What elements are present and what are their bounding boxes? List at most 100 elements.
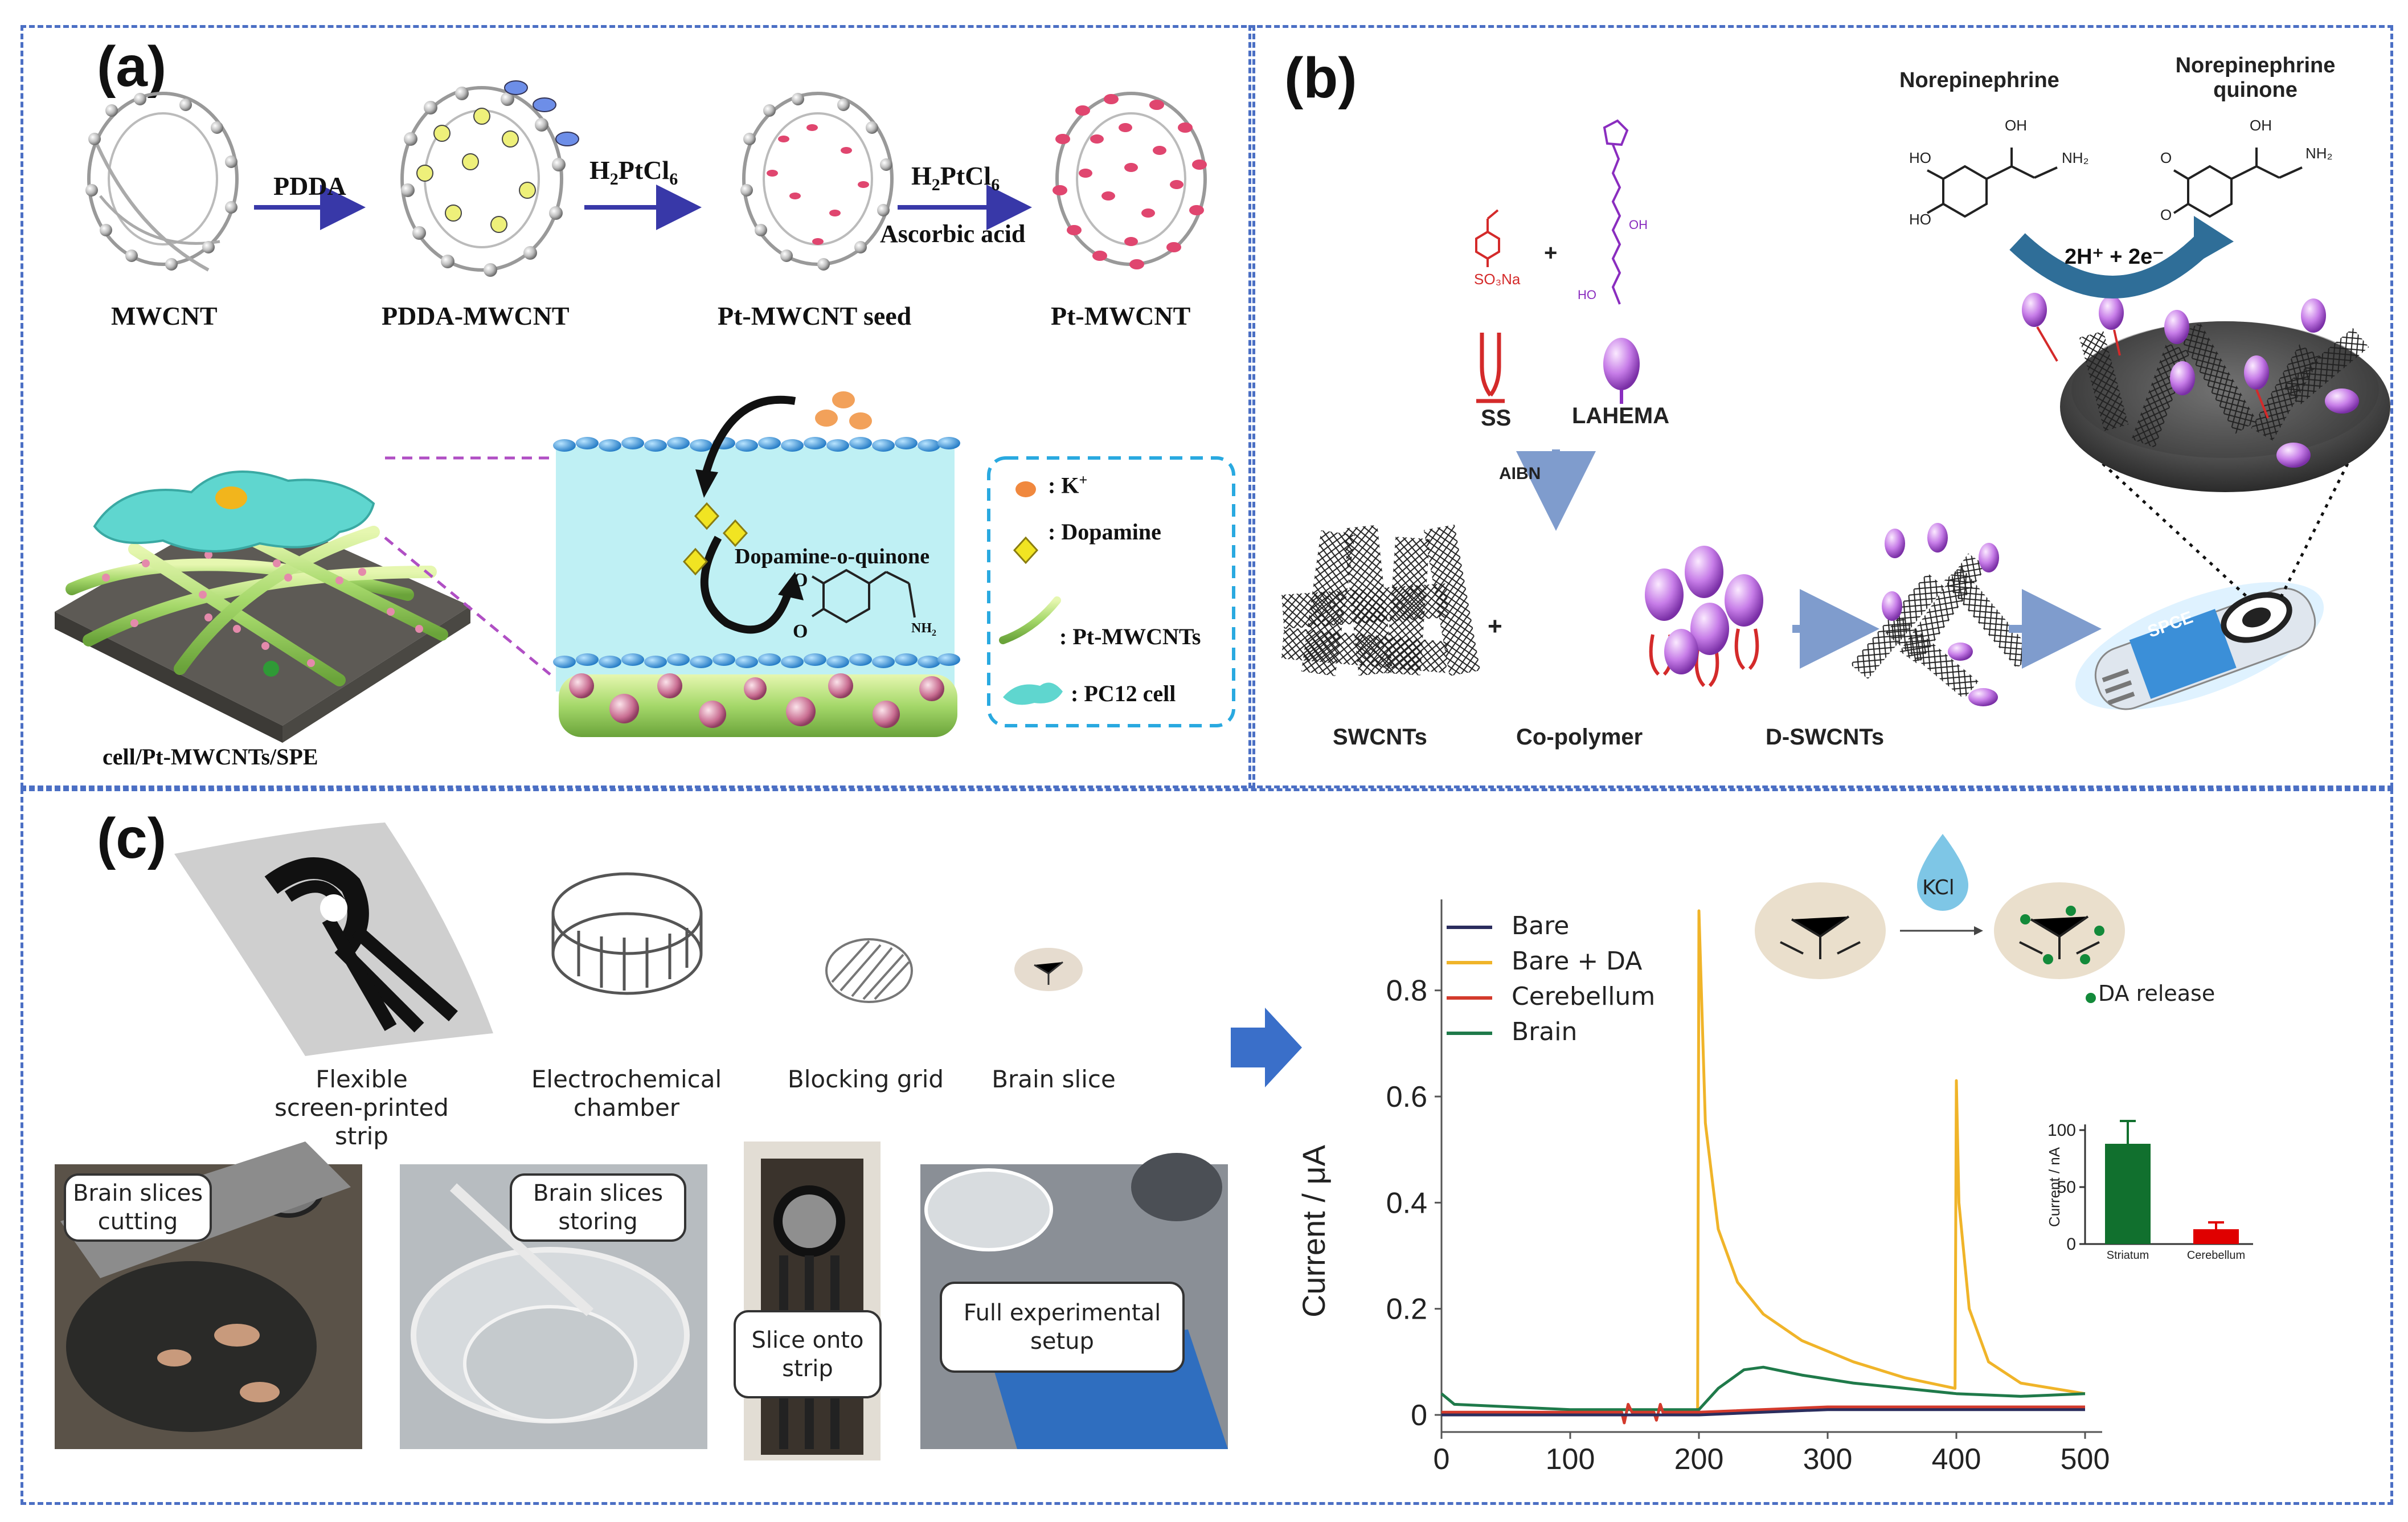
inset-category-label: Cerebellum xyxy=(2187,1249,2245,1262)
nq-oh: OH xyxy=(2250,117,2272,134)
electrochemical-chamber-illustration xyxy=(551,872,703,995)
y-axis-label: Current / μA xyxy=(1296,1144,1332,1318)
reaction-arc xyxy=(2009,233,2214,298)
panel-c-label: (c) xyxy=(97,807,167,870)
lahema-label: LAHEMA xyxy=(1572,403,1670,428)
no-ho-1: HO xyxy=(1909,149,1931,166)
legend-line-bare-da xyxy=(1447,961,1492,964)
lahema-ho: HO xyxy=(1578,288,1596,302)
nq-o-2: O xyxy=(2160,206,2172,223)
no-oh: OH xyxy=(2005,117,2027,134)
electrode-illustration xyxy=(55,470,470,743)
label-pdda-mwcnt: PDDA-MWCNT xyxy=(382,301,570,330)
brain-slice-before xyxy=(1755,882,1886,979)
y-tick-label: 0.6 xyxy=(1386,1081,1427,1114)
component-brain-slice: Brain slice xyxy=(992,1065,1116,1093)
dopamine-icon xyxy=(1013,536,1039,564)
inset-bar xyxy=(2193,1229,2239,1244)
copolymer-label: Co-polymer xyxy=(1516,725,1643,750)
legend-pc12: : PC12 cell xyxy=(1071,681,1176,706)
nh2-label: NH2 xyxy=(911,621,936,638)
chart-legend: Bare Bare + DA Cerebellum Brain xyxy=(1447,909,1655,1050)
da-release-label: DA release xyxy=(2098,981,2215,1006)
ss-monomer xyxy=(1475,209,1500,267)
panel-b xyxy=(1248,25,2393,788)
reaction-arrowhead xyxy=(2194,216,2234,264)
x-tick-label: 500 xyxy=(2061,1443,2110,1476)
norepinephrine-structure xyxy=(1927,148,2058,218)
pt-mwcnt-icon xyxy=(999,596,1061,644)
legend-line-bare xyxy=(1447,926,1492,929)
label-pt-mwcnt-seed: Pt-MWCNT seed xyxy=(718,301,912,330)
dopamine-o-quinone-label: Dopamine-o-quinone xyxy=(735,545,930,568)
spce-electrode xyxy=(2075,582,2324,710)
ss-label: SS xyxy=(1481,406,1512,431)
electrode-caption: cell/Pt-MWCNTs/SPE xyxy=(103,744,318,770)
arrow-label-pdda: PDDA xyxy=(273,171,346,201)
panel-c xyxy=(21,788,2393,1505)
inset-y-axis-label: Current / nA xyxy=(2046,1147,2063,1227)
legend-brain: Brain xyxy=(1447,1014,1655,1050)
legend-bare-da: Bare + DA xyxy=(1447,944,1655,979)
kcl-drop-icon xyxy=(1917,834,1968,911)
panel-c-arrow xyxy=(1231,1008,1302,1087)
panel-a-label: (a) xyxy=(97,35,167,99)
copolymer-illustration xyxy=(1645,546,1763,688)
y-tick-label: 0.8 xyxy=(1386,975,1427,1008)
brain-slice-illustration xyxy=(1014,948,1083,991)
panel-a-artwork xyxy=(55,80,1235,743)
label-pt-mwcnt: Pt-MWCNT xyxy=(1051,301,1191,330)
mwcnt-illustration xyxy=(85,92,239,272)
lahema-oh: OH xyxy=(1629,218,1648,232)
inset-category-label: Striatum xyxy=(2107,1249,2149,1262)
legend-pt-mwcnts: : Pt-MWCNTs xyxy=(1059,624,1201,649)
panel-b-label: (b) xyxy=(1284,46,1357,110)
nq-o-1: O xyxy=(2160,149,2172,166)
y-tick-label: 0.2 xyxy=(1386,1293,1427,1326)
modified-electrode-disc xyxy=(2022,293,2390,492)
legend-line-cerebellum xyxy=(1447,996,1492,1000)
oxygen-label-2: O xyxy=(793,621,808,642)
series-line-bare xyxy=(1441,1408,2085,1417)
legend-line-brain xyxy=(1447,1032,1492,1035)
legend-dopamine: : Dopamine xyxy=(1048,519,1161,545)
label-mwcnt: MWCNT xyxy=(111,301,218,330)
dswcnts-label: D-SWCNTs xyxy=(1766,725,1885,750)
pt-mwcnt-seed-illustration xyxy=(740,92,894,271)
inset-y-tick-label: 50 xyxy=(2057,1178,2076,1197)
x-tick-label: 300 xyxy=(1803,1443,1853,1476)
series-line-brain xyxy=(1440,1365,2086,1411)
panel-b-artwork xyxy=(1281,119,2390,710)
pt-mwcnt-illustration xyxy=(1053,92,1207,269)
brain-slice-after xyxy=(1994,882,2125,979)
norepinephrine-quinone-structure xyxy=(2173,148,2303,218)
kcl-arrowhead xyxy=(1974,926,1983,935)
x-tick-label: 0 xyxy=(1434,1443,1450,1476)
inset-y-tick-label: 0 xyxy=(2066,1235,2076,1254)
zoom-line-2 xyxy=(384,537,551,676)
legend-cerebellum: Cerebellum xyxy=(1447,979,1655,1014)
swcnts-label: SWCNTs xyxy=(1333,725,1427,750)
plus-sign-1: + xyxy=(1544,240,1558,265)
arrow-label-h2ptcl6-2: H2PtCl6 xyxy=(911,161,1000,195)
membrane-zoom xyxy=(553,391,960,737)
legend-k: : K+ xyxy=(1048,472,1088,498)
da-release-dot xyxy=(2086,993,2096,1003)
swcnt-bundle xyxy=(1281,525,1481,676)
series-line-bare-da xyxy=(1441,909,2086,1417)
reaction-label: 2H⁺ + 2e⁻ xyxy=(2065,245,2164,269)
y-tick-label: 0.4 xyxy=(1386,1186,1427,1220)
k-ion-icon xyxy=(1015,481,1036,497)
photo-slice-onto-strip xyxy=(744,1142,881,1460)
x-tick-label: 100 xyxy=(1546,1443,1595,1476)
norepinephrine-label: Norepinephrine xyxy=(1899,68,2059,92)
legend-box xyxy=(987,456,1235,727)
dswcnt-illustration xyxy=(1850,523,2034,706)
